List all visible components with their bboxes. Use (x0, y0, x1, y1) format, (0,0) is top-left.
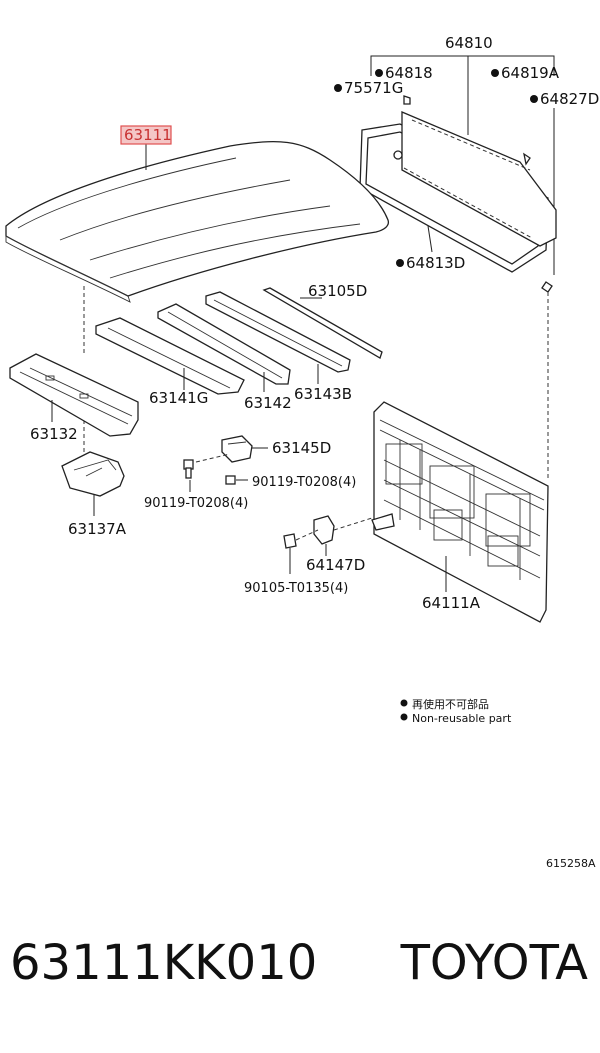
nonreusable-dot-64827D (530, 95, 538, 103)
bracket-63137A (61, 451, 125, 516)
label-75571G: 75571G (344, 79, 403, 97)
front-header-63132 (9, 353, 139, 437)
label-64827D: 64827D (540, 90, 599, 108)
label-63145D: 63145D (272, 439, 331, 457)
legend-text-en: Non-reusable part (412, 712, 512, 725)
nonreusable-dot-75571G (334, 84, 342, 92)
label-90119-right: 90119-T0208(4) (252, 475, 356, 490)
label-90105: 90105-T0135(4) (244, 581, 348, 596)
nonreusable-dot-64818 (375, 69, 383, 77)
label-63132: 63132 (30, 425, 78, 443)
bracket-63145D (183, 435, 268, 492)
label-64818: 64818 (385, 64, 433, 82)
label-63141G: 63141G (149, 389, 208, 407)
label-64111A: 64111A (422, 594, 481, 612)
roof-panel (5, 140, 390, 460)
legend-text-jp: 再使用不可部品 (412, 697, 489, 711)
legend-dot-2 (400, 713, 408, 721)
highlight-box (120, 125, 172, 145)
rear-window-assembly (359, 55, 557, 480)
label-90119-left: 90119-T0208(4) (144, 496, 248, 511)
footer: 63111KK010 TOYOTA (0, 935, 600, 1005)
brand-name: TOYOTA (400, 935, 588, 991)
diagram-code: 615258A (546, 857, 596, 870)
label-64810: 64810 (445, 34, 493, 52)
bracket-64147D (283, 515, 373, 574)
label-63137A: 63137A (68, 520, 127, 538)
nonreusable-dot-64813D (396, 259, 404, 267)
label-63142: 63142 (244, 394, 292, 412)
label-64813D: 64813D (406, 254, 465, 272)
label-63105D: 63105D (308, 282, 367, 300)
part-number: 63111KK010 (10, 935, 318, 991)
label-63111: 63111 (124, 126, 172, 144)
label-64147D: 64147D (306, 556, 365, 574)
legend-dot-1 (400, 699, 408, 707)
back-panel-64111A (371, 401, 549, 623)
rear-glass (401, 111, 557, 247)
nonreusable-dot-64819A (491, 69, 499, 77)
label-63143B: 63143B (294, 385, 352, 403)
roof-bows (95, 287, 383, 395)
label-64819A: 64819A (501, 64, 560, 82)
